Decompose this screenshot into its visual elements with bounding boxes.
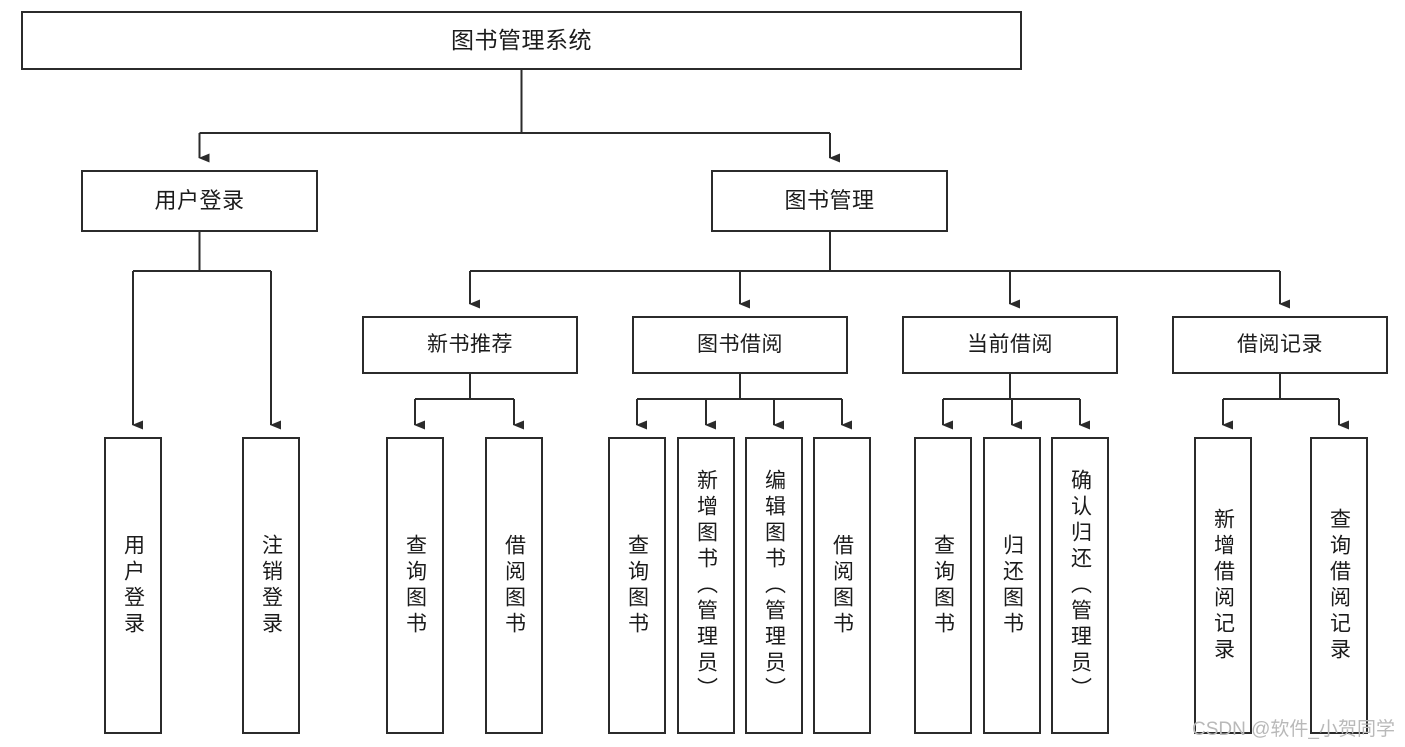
node-user-login[interactable]: 用户登录 [81,170,318,232]
edges-level1-to-level2 [198,70,840,163]
node-new-book-recommend[interactable]: 新书推荐 [362,316,578,374]
node-borrow-record[interactable]: 借阅记录 [1172,316,1388,374]
node-book-management-system[interactable]: 图书管理系统 [21,11,1022,70]
node-label: 用户登录 [154,188,245,214]
node-label: 借阅记录 [1237,332,1323,356]
node-label: 借阅图书 [830,533,854,638]
node-label: 查询图书 [625,533,649,638]
node-label: 确认归还（管理员） [1068,468,1092,703]
leaf-return-book[interactable]: 归还图书 [983,437,1041,734]
leaf-logout[interactable]: 注销登录 [242,437,300,734]
node-label: 编辑图书（管理员） [762,468,786,703]
node-label: 图书管理 [784,188,875,214]
edges-current-borrow-to-leaves [942,374,1090,430]
leaf-borrow-book[interactable]: 借阅图书 [813,437,871,734]
leaf-user-login[interactable]: 用户登录 [104,437,162,734]
edges-user-login-to-leaves [132,232,281,430]
edges-book-management-to-level3 [469,232,1290,309]
node-label: 图书管理系统 [451,26,592,53]
leaf-borrow-book-recommend[interactable]: 借阅图书 [485,437,543,734]
node-label: 新书推荐 [427,332,513,356]
leaf-add-book-admin[interactable]: 新增图书（管理员） [677,437,735,734]
node-book-borrow[interactable]: 图书借阅 [632,316,848,374]
node-label: 当前借阅 [967,332,1053,356]
node-current-borrow[interactable]: 当前借阅 [902,316,1118,374]
node-label: 归还图书 [1000,533,1024,638]
node-book-management[interactable]: 图书管理 [711,170,948,232]
leaf-query-book-borrow[interactable]: 查询图书 [608,437,666,734]
node-label: 图书借阅 [697,332,783,356]
node-label: 新增借阅记录 [1211,507,1235,664]
node-label: 新增图书（管理员） [694,468,718,703]
node-label: 注销登录 [259,533,283,638]
edges-borrow-record-to-leaves [1222,374,1349,430]
leaf-query-borrow-record[interactable]: 查询借阅记录 [1310,437,1368,734]
leaf-add-borrow-record[interactable]: 新增借阅记录 [1194,437,1252,734]
node-label: 查询图书 [403,533,427,638]
leaf-edit-book-admin[interactable]: 编辑图书（管理员） [745,437,803,734]
node-label: 查询图书 [931,533,955,638]
leaf-query-book-current[interactable]: 查询图书 [914,437,972,734]
node-label: 用户登录 [121,533,145,638]
node-label: 查询借阅记录 [1327,507,1351,664]
edges-new-book-recommend-to-leaves [414,374,524,430]
leaf-confirm-return-admin[interactable]: 确认归还（管理员） [1051,437,1109,734]
node-label: 借阅图书 [502,533,526,638]
leaf-query-book-recommend[interactable]: 查询图书 [386,437,444,734]
edges-book-borrow-to-leaves [636,374,852,430]
